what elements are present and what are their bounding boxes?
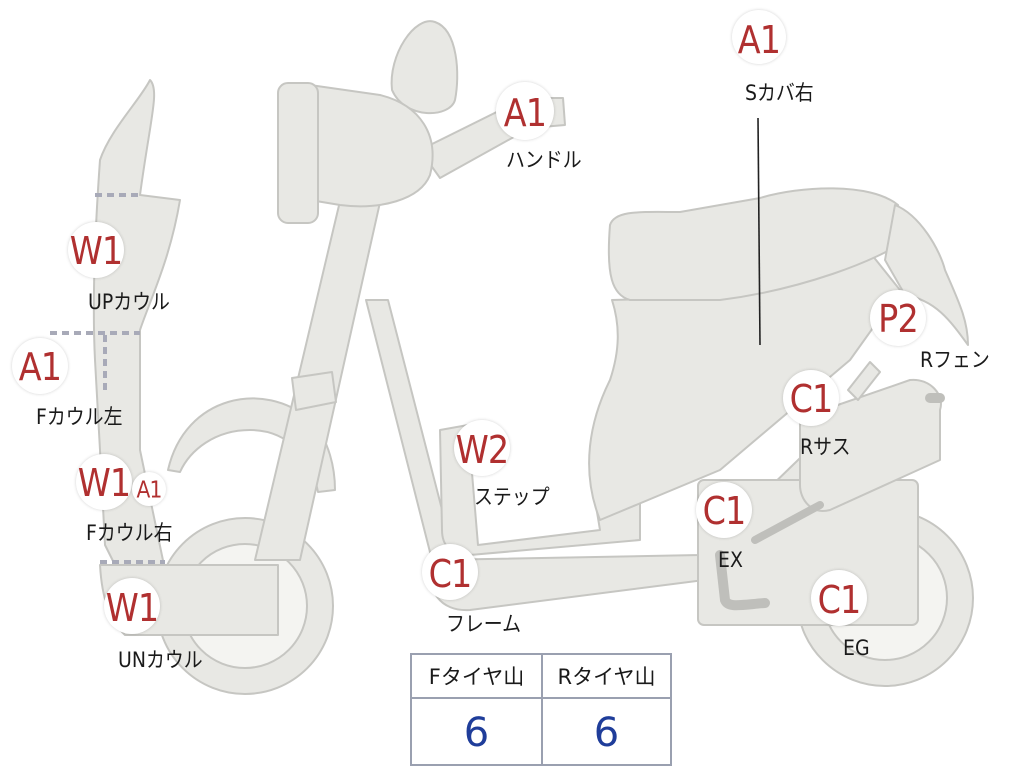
part-label: UPカウル xyxy=(88,290,170,314)
grade-code: W2 xyxy=(455,428,509,472)
exhaust-link xyxy=(751,501,824,544)
part-label: ステップ xyxy=(474,485,550,509)
grade-circle xyxy=(76,454,132,510)
grade-circle xyxy=(870,290,926,346)
grade-code: C1 xyxy=(702,489,747,533)
headlamp xyxy=(277,82,319,224)
grade-code-secondary: A1 xyxy=(136,477,163,504)
part-label: Rサス xyxy=(800,435,851,459)
part-label: フレーム xyxy=(446,612,522,636)
part-label: Sカバ右 xyxy=(745,81,814,105)
grade-circle xyxy=(783,370,839,426)
exhaust-pipe xyxy=(715,550,770,611)
grade-circle-secondary xyxy=(132,472,166,506)
rear-tire-value: 6 xyxy=(593,709,620,756)
front-tire-header: Fタイヤ山 xyxy=(412,655,541,699)
grade-circle xyxy=(811,570,867,626)
front-cowl xyxy=(92,79,181,576)
front-tire-value: 6 xyxy=(463,709,490,756)
grade-circle xyxy=(68,222,124,278)
part-label: EX xyxy=(718,548,743,572)
grade-code: C1 xyxy=(789,377,834,421)
grade-circle xyxy=(732,10,786,64)
steering-column xyxy=(254,179,386,561)
grade-code: A1 xyxy=(503,91,547,135)
part-label: EG xyxy=(843,636,870,660)
grade-circle xyxy=(696,482,752,538)
part-label: ハンドル xyxy=(506,148,582,172)
rear-sus-tube xyxy=(847,361,881,401)
leader-line xyxy=(757,117,761,346)
rear-suspension xyxy=(799,378,942,512)
rear-fender xyxy=(884,204,969,346)
rear-tire-header: Rタイヤ山 xyxy=(543,655,670,699)
head-cowl xyxy=(309,84,434,208)
grade-circle xyxy=(12,338,68,394)
rear-body xyxy=(588,239,901,521)
grade-circle xyxy=(496,82,554,140)
grade-circle xyxy=(422,544,478,600)
table-divider xyxy=(541,655,543,766)
grade-code: W1 xyxy=(105,586,159,630)
grade-code: A1 xyxy=(737,18,781,62)
part-label: UNカウル xyxy=(118,648,203,672)
grade-code: W1 xyxy=(69,229,123,273)
part-label: Fカウル左 xyxy=(36,405,123,429)
grade-circle xyxy=(454,420,510,476)
grade-circle xyxy=(104,578,160,634)
mirror xyxy=(390,20,459,114)
grade-code: A1 xyxy=(18,345,62,389)
part-label: Fカウル右 xyxy=(86,521,173,545)
part-label: Rフェン xyxy=(920,348,990,372)
fork-collar xyxy=(291,371,337,411)
grade-code: C1 xyxy=(817,578,862,622)
tire-depth-table: Fタイヤ山 Rタイヤ山 6 6 xyxy=(410,653,672,766)
grade-code: P2 xyxy=(878,297,919,341)
grade-code: C1 xyxy=(428,552,473,596)
grade-code: W1 xyxy=(77,461,131,505)
